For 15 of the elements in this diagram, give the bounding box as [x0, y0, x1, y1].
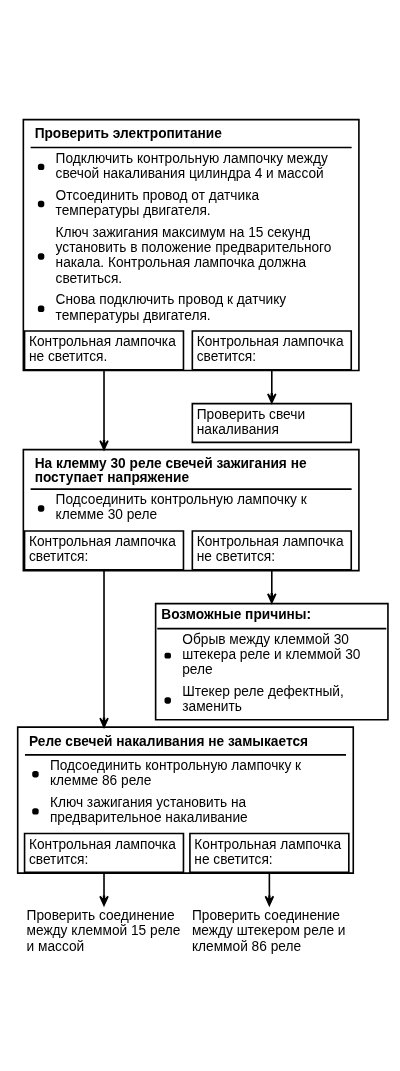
- node-text: Проверить соединение между штекером реле и клеммой 86 реле: [191, 907, 346, 954]
- node-box: Контрольная лампочка не светится.: [23, 330, 185, 371]
- node-box: Контрольная лампочка не светится:: [191, 530, 353, 571]
- node-box: Контрольная лампочка светится:: [23, 530, 185, 571]
- arrow: [99, 369, 109, 451]
- node-box: Контрольная лампочка не светится:: [189, 832, 350, 874]
- node-text: Проверить соединение между клеммой 15 реле и массой: [26, 907, 181, 954]
- arrow: [264, 872, 275, 906]
- arrow: [267, 569, 277, 604]
- node-box: Контрольная лампочка светится:: [23, 832, 185, 874]
- node-box: Проверить свечи накаливания: [191, 402, 353, 444]
- arrow: [99, 569, 109, 728]
- arrow: [99, 872, 109, 906]
- arrow: [267, 369, 277, 404]
- node-box: Контрольная лампочка светится:: [191, 330, 353, 371]
